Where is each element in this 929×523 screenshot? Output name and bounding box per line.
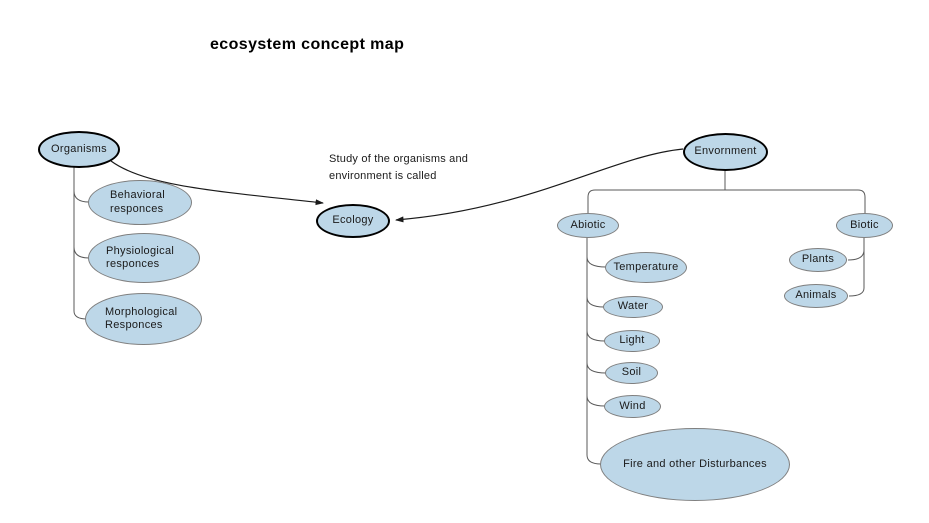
node-physiological-responses[interactable]: Physiological responces [88,233,200,283]
node-morphological-responses[interactable]: Morphological Responces [85,293,202,345]
node-light[interactable]: Light [604,330,660,352]
node-biotic[interactable]: Biotic [836,213,893,238]
node-soil[interactable]: Soil [605,362,658,384]
node-animals[interactable]: Animals [784,284,848,308]
connector-hook-light [586,330,606,342]
diagram-title: ecosystem concept map [210,36,405,53]
node-wind[interactable]: Wind [604,395,661,418]
connector-hook-plants [847,249,865,261]
connector-hook-temperature [586,256,607,268]
node-temperature[interactable]: Temperature [605,252,687,283]
node-plants[interactable]: Plants [789,248,847,272]
node-abiotic[interactable]: Abiotic [557,213,619,238]
connector-hook-water [586,296,605,308]
connector-hook-behavioral [73,190,90,203]
connector-hook-soil [586,362,607,374]
connector-environment-ecology [395,148,684,223]
connector-biotic-trunk [848,238,865,297]
connector-hook-wind [586,395,606,407]
node-environment[interactable]: Envornment [683,133,768,171]
node-behavioral-responses[interactable]: Behavioral responces [88,180,192,225]
connector-abiotic-trunk [586,238,602,465]
connector-hook-physiological [73,246,90,259]
connector-organisms-ecology [110,160,324,206]
node-ecology[interactable]: Ecology [316,204,390,238]
node-fire-and-other-disturbances[interactable]: Fire and other Disturbances [600,428,790,501]
connector-organisms-trunk [73,167,88,320]
node-organisms[interactable]: Organisms [38,131,120,168]
ecology-annotation: Study of the organisms and environment i… [329,153,469,183]
node-water[interactable]: Water [603,296,663,318]
connector-environment-bracket [587,189,866,214]
